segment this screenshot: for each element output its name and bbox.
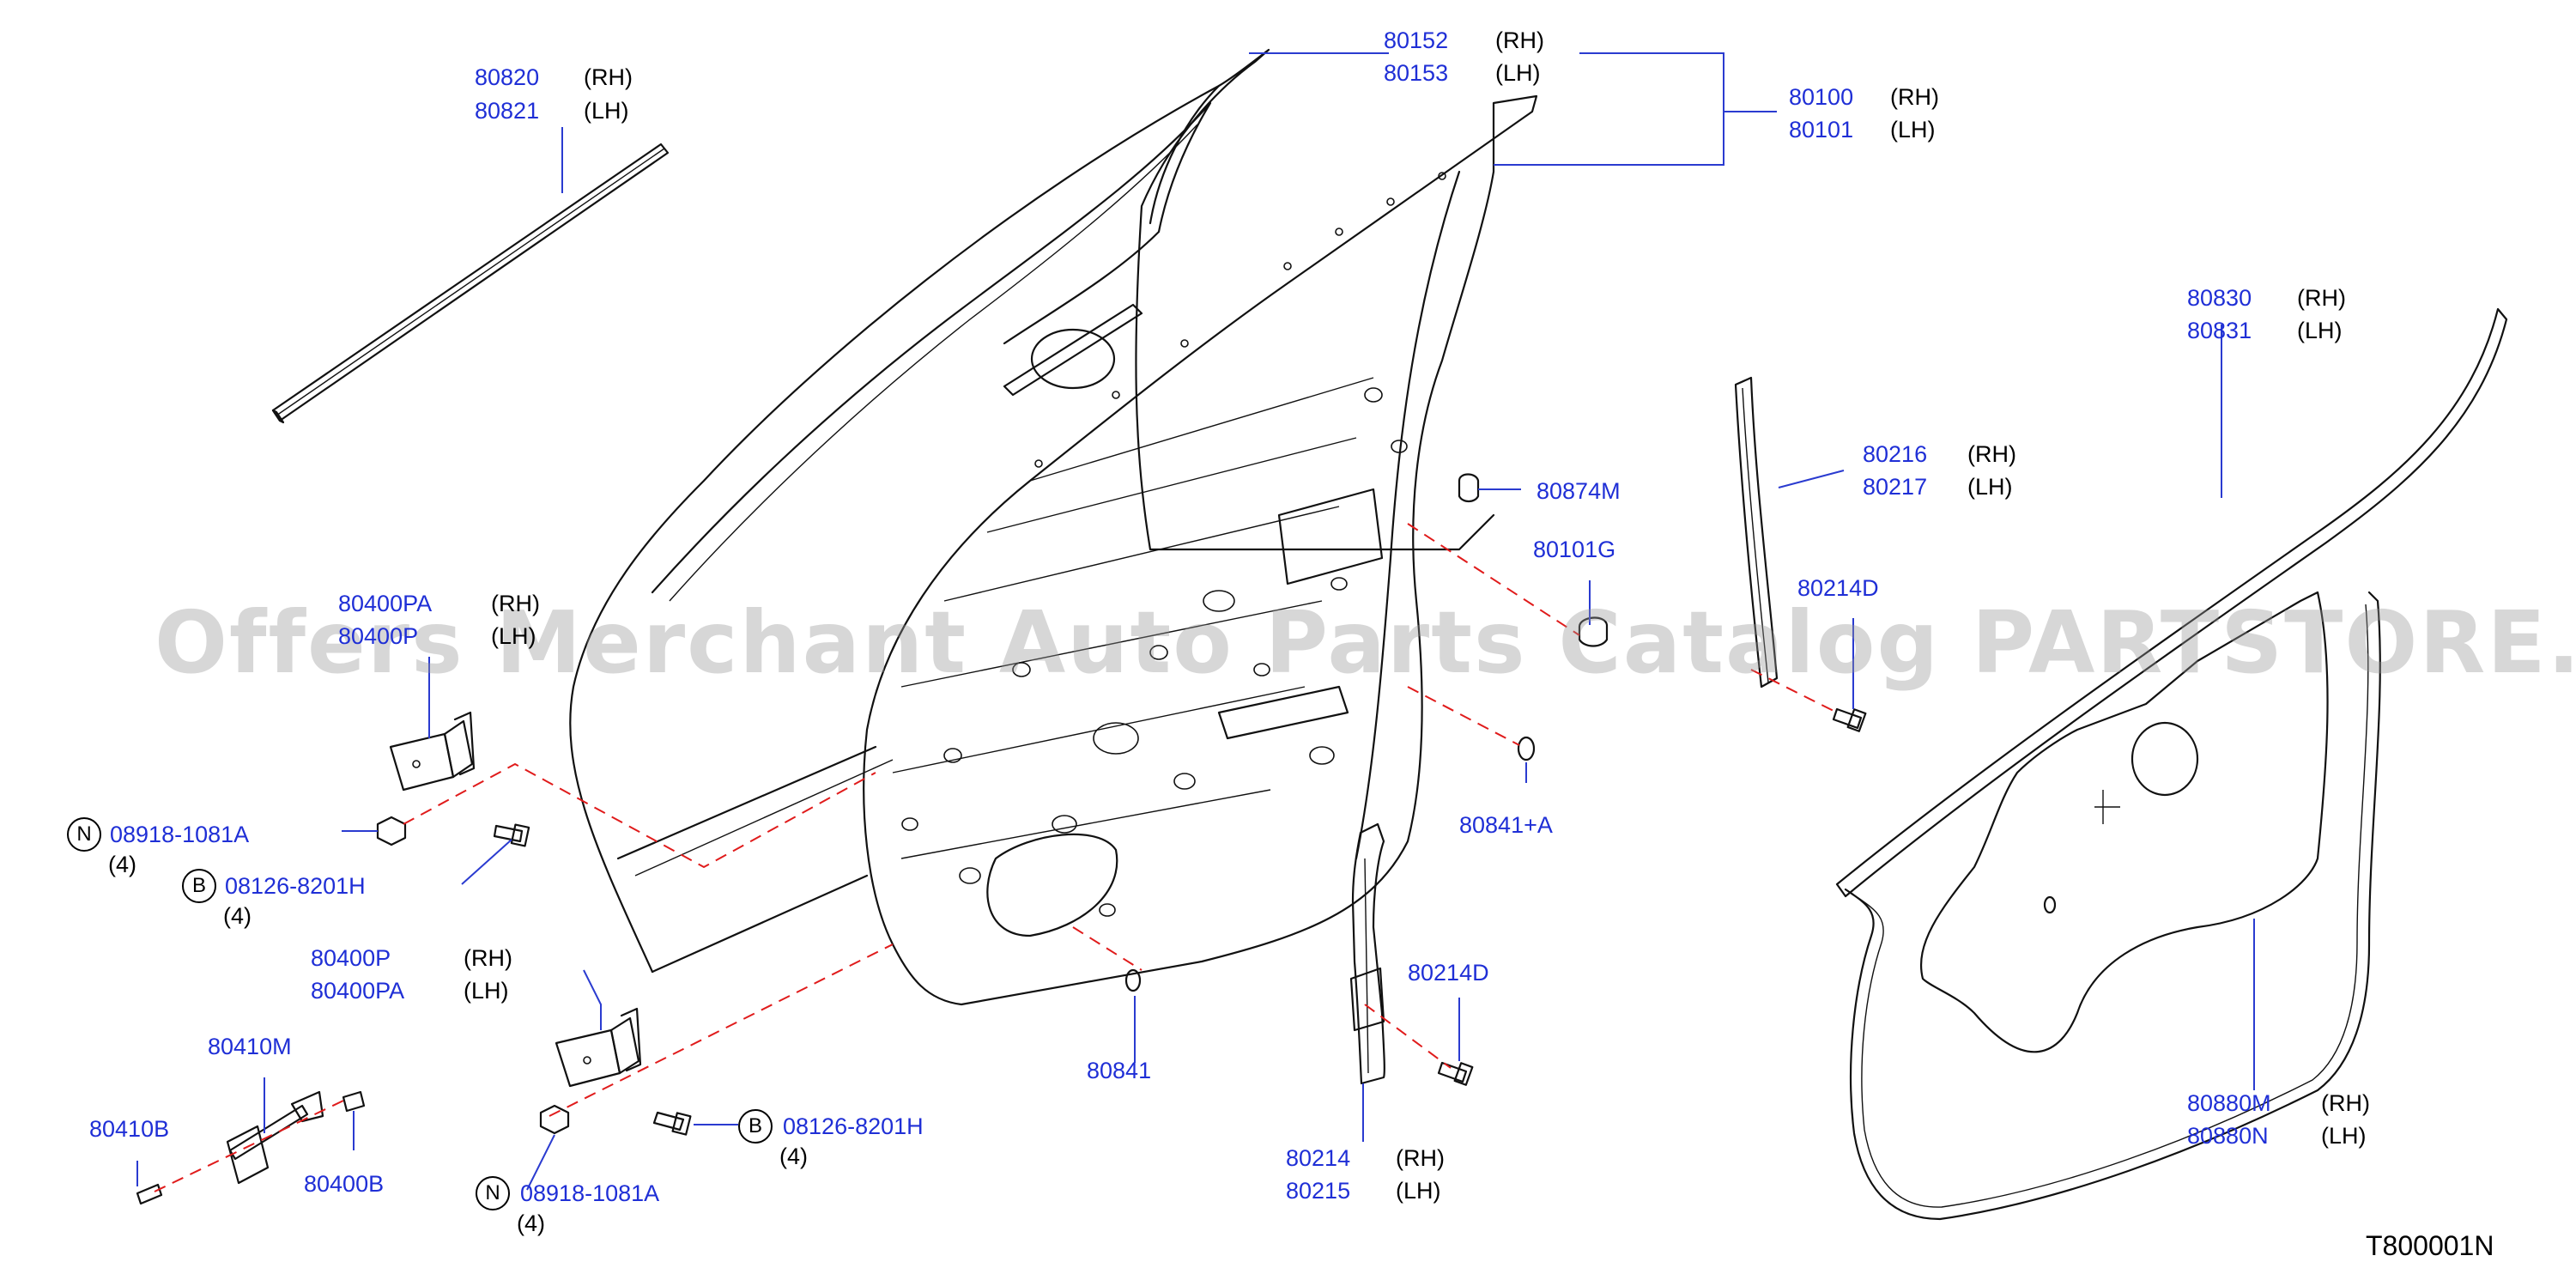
- side-lh: (LH): [491, 623, 536, 649]
- side-rh: (RH): [2321, 1090, 2370, 1116]
- part-number-80841a[interactable]: 80841+A: [1459, 812, 1553, 838]
- plug-80841a: [1517, 736, 1536, 761]
- part-number-80400b[interactable]: 80400B: [304, 1171, 385, 1197]
- side-rh: (RH): [491, 591, 540, 616]
- sash-channel-80216: [1734, 376, 1779, 689]
- door-seal-80880m: [1844, 591, 2381, 1221]
- side-rh: (RH): [1495, 27, 1544, 53]
- quantity: (4): [223, 903, 252, 929]
- side-lh: (LH): [1890, 117, 1936, 143]
- part-number-80831[interactable]: 80831: [2187, 318, 2252, 343]
- side-rh: (RH): [1967, 441, 2016, 467]
- door-check-80410m: [226, 1090, 324, 1185]
- grommet-80874m: [1458, 473, 1480, 503]
- side-lh: (LH): [1495, 60, 1541, 86]
- part-number-80410m[interactable]: 80410M: [208, 1034, 292, 1059]
- part-number-80217[interactable]: 80217: [1863, 474, 1928, 500]
- part-number-08918-1081a[interactable]: 08918-1081A: [520, 1180, 660, 1206]
- part-number-80215[interactable]: 80215: [1286, 1178, 1351, 1204]
- side-lh: (LH): [2297, 318, 2343, 343]
- part-number-80216[interactable]: 80216: [1863, 441, 1928, 467]
- lower-sash-80214: [1349, 822, 1385, 1085]
- quantity: (4): [108, 852, 136, 877]
- side-rh: (RH): [584, 64, 633, 90]
- trim-pad: [1920, 591, 2329, 1053]
- door-inner-panel: [863, 94, 1538, 1006]
- side-lh: (LH): [1396, 1178, 1441, 1204]
- part-number-80214d[interactable]: 80214D: [1408, 960, 1489, 986]
- bolt-upper: [493, 823, 530, 847]
- bolt-badge: B: [182, 869, 216, 903]
- side-lh: (LH): [1967, 474, 2013, 500]
- quantity: (4): [517, 1210, 545, 1236]
- part-number-80400pa[interactable]: 80400PA: [338, 591, 433, 616]
- part-number-80214d[interactable]: 80214D: [1797, 575, 1879, 601]
- bolt-lower: [652, 1111, 692, 1136]
- quantity: (4): [779, 1144, 808, 1169]
- check-pin-80400b: [342, 1090, 366, 1113]
- part-number-80153[interactable]: 80153: [1384, 60, 1449, 86]
- side-rh: (RH): [2297, 285, 2346, 311]
- nut-badge: N: [476, 1176, 510, 1210]
- diagram-code: T800001N: [2366, 1230, 2494, 1261]
- weatherstrip-80830: [1835, 307, 2508, 898]
- nut-lower: [539, 1104, 570, 1135]
- part-number-80400p[interactable]: 80400P: [338, 623, 419, 649]
- part-number-80214[interactable]: 80214: [1286, 1145, 1351, 1171]
- hinge-lower-80400p: [555, 1007, 642, 1088]
- part-number-80100[interactable]: 80100: [1789, 84, 1854, 110]
- hinge-upper-80400pa: [389, 711, 476, 792]
- part-number-80874m[interactable]: 80874M: [1537, 478, 1621, 504]
- bolt-badge: B: [738, 1109, 773, 1144]
- part-number-80820[interactable]: 80820: [475, 64, 540, 90]
- part-number-80841[interactable]: 80841: [1087, 1058, 1152, 1083]
- check-bolt-80410b: [136, 1183, 163, 1205]
- bolt-80214d-top: [1832, 707, 1867, 732]
- part-number-80400pa[interactable]: 80400PA: [311, 978, 405, 1004]
- side-lh: (LH): [2321, 1123, 2367, 1149]
- part-number-08126-8201h[interactable]: 08126-8201H: [225, 873, 366, 899]
- plug-80101g: [1578, 616, 1609, 647]
- outer-window-strip: [271, 143, 670, 424]
- door-outer-panel: [569, 48, 1495, 974]
- leader-lines: [136, 52, 2255, 1191]
- part-number-80880n[interactable]: 80880N: [2187, 1123, 2269, 1149]
- plug-80841: [1124, 968, 1142, 992]
- part-number-80410b[interactable]: 80410B: [89, 1116, 170, 1142]
- alignment-lines: [154, 523, 1838, 1192]
- part-number-80152[interactable]: 80152: [1384, 27, 1449, 53]
- side-lh: (LH): [464, 978, 509, 1004]
- part-number-08126-8201h[interactable]: 08126-8201H: [783, 1113, 924, 1139]
- part-number-80821[interactable]: 80821: [475, 98, 540, 124]
- part-number-80880m[interactable]: 80880M: [2187, 1090, 2271, 1116]
- part-number-80830[interactable]: 80830: [2187, 285, 2252, 311]
- part-number-08918-1081a[interactable]: 08918-1081A: [110, 822, 250, 847]
- bolt-80214d-mid: [1437, 1061, 1474, 1086]
- part-number-80400p[interactable]: 80400P: [311, 945, 391, 971]
- side-rh: (RH): [1890, 84, 1939, 110]
- side-lh: (LH): [584, 98, 629, 124]
- part-number-80101[interactable]: 80101: [1789, 117, 1854, 143]
- part-number-80101g[interactable]: 80101G: [1533, 537, 1616, 562]
- nut-upper: [376, 816, 407, 846]
- side-rh: (RH): [1396, 1145, 1445, 1171]
- side-rh: (RH): [464, 945, 512, 971]
- nut-badge: N: [67, 817, 101, 852]
